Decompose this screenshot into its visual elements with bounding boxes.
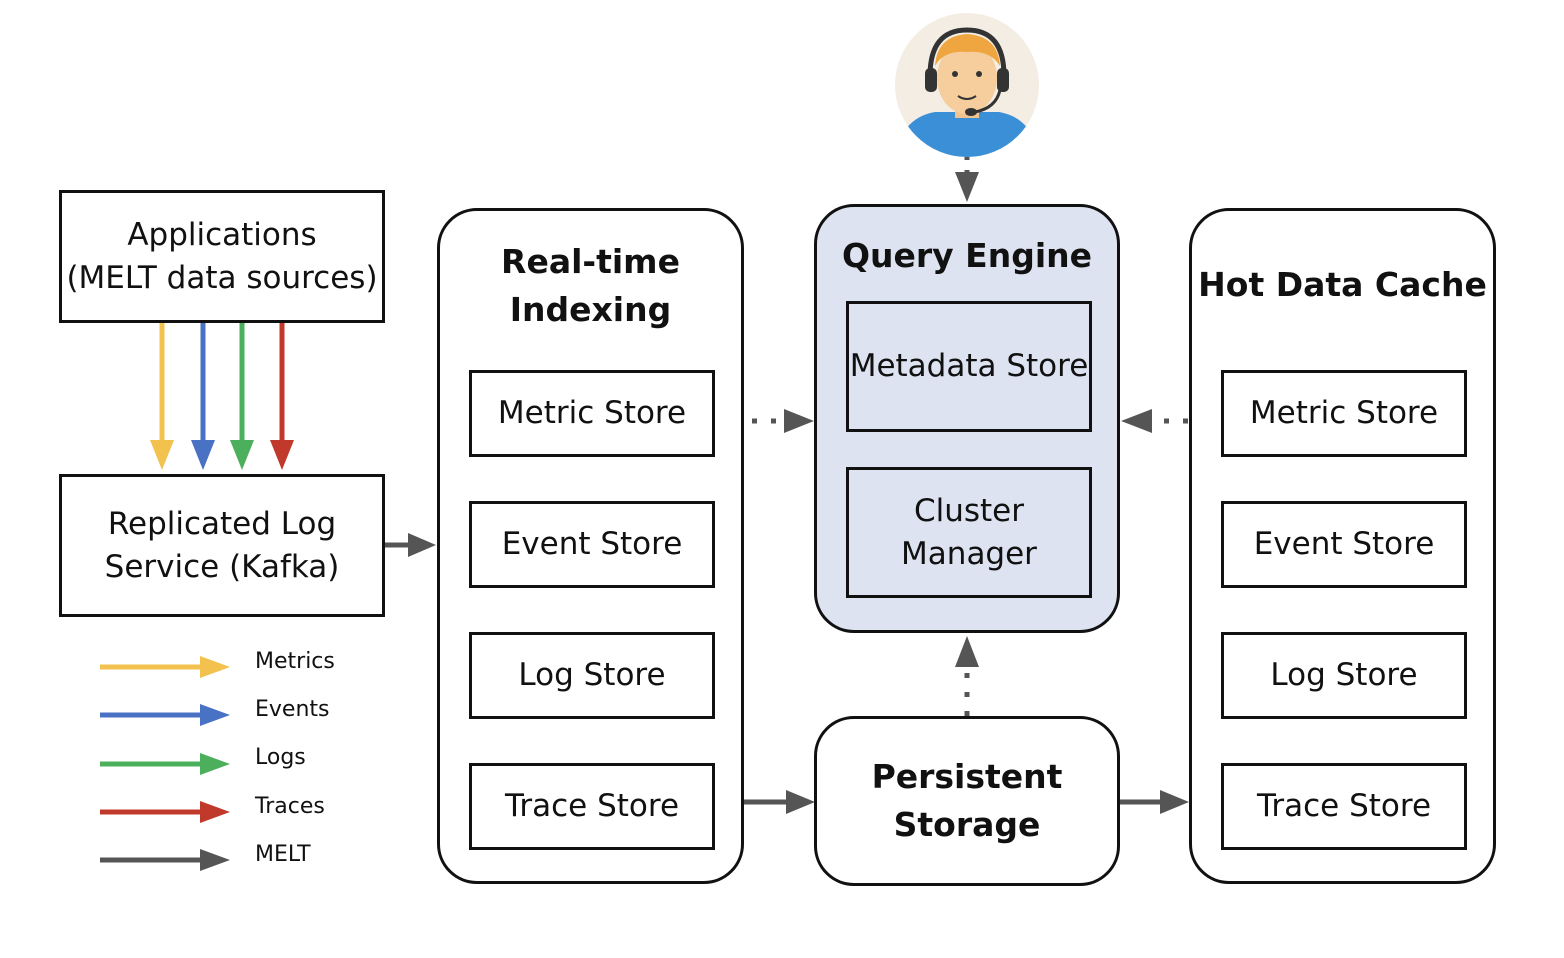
metadata-store: Metadata Store bbox=[846, 301, 1092, 432]
cache-metric-store: Metric Store bbox=[1221, 370, 1467, 457]
realtime-trace-store: Trace Store bbox=[469, 763, 715, 850]
cache-to-query-dotted-arrow bbox=[1121, 409, 1188, 433]
cache-log-store: Log Store bbox=[1221, 632, 1467, 719]
cache-trace-store: Trace Store bbox=[1221, 763, 1467, 850]
storage-to-cache-arrow bbox=[1119, 790, 1189, 814]
query-engine-title: Query Engine bbox=[841, 236, 1093, 275]
kafka-label: Replicated Log Service (Kafka) bbox=[104, 505, 340, 585]
realtime-log-store: Log Store bbox=[469, 632, 715, 719]
hot-data-cache-title: Hot Data Cache bbox=[1198, 265, 1487, 304]
realtime-indexing-panel: Real-time Indexing Metric Store Event St… bbox=[437, 208, 744, 884]
cluster-manager: Cluster Manager bbox=[846, 467, 1092, 598]
legend-logs-label: Logs bbox=[255, 745, 306, 770]
applications-label: Applications (MELT data sources) bbox=[66, 216, 378, 296]
legend-events-label: Events bbox=[255, 697, 330, 722]
persistent-storage-label: Persistent Storage bbox=[871, 757, 1063, 844]
support-agent-headset-icon bbox=[895, 13, 1039, 157]
hot-data-cache-panel: Hot Data Cache Metric Store Event Store … bbox=[1189, 208, 1496, 884]
persistent-storage-box: Persistent Storage bbox=[814, 716, 1120, 886]
user-to-query-dotted-arrow bbox=[955, 155, 979, 202]
cache-event-store: Event Store bbox=[1221, 501, 1467, 588]
legend-traces-label: Traces bbox=[255, 794, 325, 819]
kafka-box: Replicated Log Service (Kafka) bbox=[59, 474, 385, 617]
query-engine-panel: Query Engine Metadata Store Cluster Mana… bbox=[814, 204, 1120, 633]
realtime-metric-store: Metric Store bbox=[469, 370, 715, 457]
melt-source-arrows bbox=[150, 323, 294, 470]
realtime-event-store: Event Store bbox=[469, 501, 715, 588]
storage-to-query-dotted-arrow bbox=[955, 636, 979, 716]
realtime-to-storage-arrow bbox=[744, 790, 815, 814]
kafka-to-realtime-arrow bbox=[385, 533, 436, 557]
realtime-to-query-dotted-arrow bbox=[752, 409, 814, 433]
legend-melt-label: MELT bbox=[255, 842, 311, 867]
applications-box: Applications (MELT data sources) bbox=[59, 190, 385, 323]
legend-arrows bbox=[100, 656, 230, 871]
realtime-indexing-title: Real-time Indexing bbox=[501, 242, 680, 329]
legend-metrics-label: Metrics bbox=[255, 649, 335, 674]
